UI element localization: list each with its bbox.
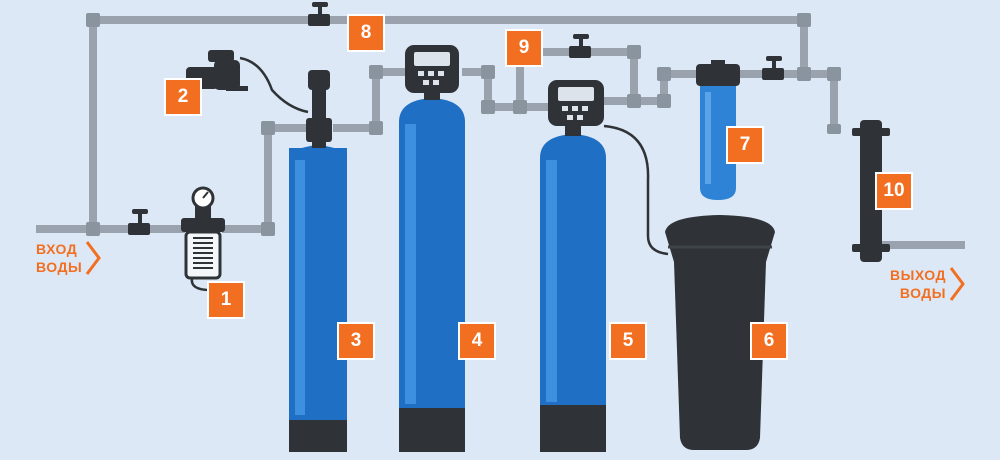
inlet-label: ВХОД ВОДЫ (36, 240, 82, 276)
outlet-arrow-icon (949, 267, 965, 301)
badge-cartridge-filter: 7 (726, 126, 764, 164)
outlet-label: ВЫХОД ВОДЫ (890, 266, 946, 302)
pipe-3-to-4 (333, 68, 405, 132)
pipework (36, 16, 965, 249)
prefilter-unit (181, 186, 225, 292)
inlet-label-line2: ВОДЫ (36, 259, 83, 275)
valve-inlet (128, 209, 150, 235)
badge-prefilter: 1 (207, 281, 245, 319)
tank-4 (399, 45, 465, 452)
pipe-4-to-5 (462, 68, 556, 111)
badge-brine-tank: 6 (750, 322, 788, 360)
badge-tank-5: 5 (609, 322, 647, 360)
dosing-pump (186, 50, 309, 114)
valve-bypass-softener (569, 34, 591, 58)
badge-tank-4: 4 (458, 322, 496, 360)
pipe-7-to-uv (738, 70, 838, 132)
badge-pump: 2 (164, 78, 202, 116)
uv-lamp (852, 120, 890, 262)
badge-bypass-main: 8 (347, 14, 385, 52)
outlet-label-line1: ВЫХОД (890, 267, 946, 283)
pipe-to-tank3 (222, 124, 306, 233)
valve-bypass-main (308, 2, 330, 26)
outlet-label-line2: ВОДЫ (899, 285, 946, 301)
inlet-label-line1: ВХОД (36, 241, 78, 257)
pipe-5-to-7 (604, 70, 700, 105)
inlet-arrow-icon (85, 241, 101, 275)
brine-tank (665, 215, 775, 450)
cartridge-filter (696, 60, 740, 200)
tank-5 (540, 80, 669, 452)
bypass-main-pipe (89, 16, 808, 229)
badge-tank-3: 3 (337, 322, 375, 360)
tank-3 (289, 70, 347, 452)
badge-bypass-softener: 9 (505, 29, 543, 67)
valve-outlet-filter (762, 56, 784, 80)
badge-uv-lamp: 10 (875, 172, 913, 210)
